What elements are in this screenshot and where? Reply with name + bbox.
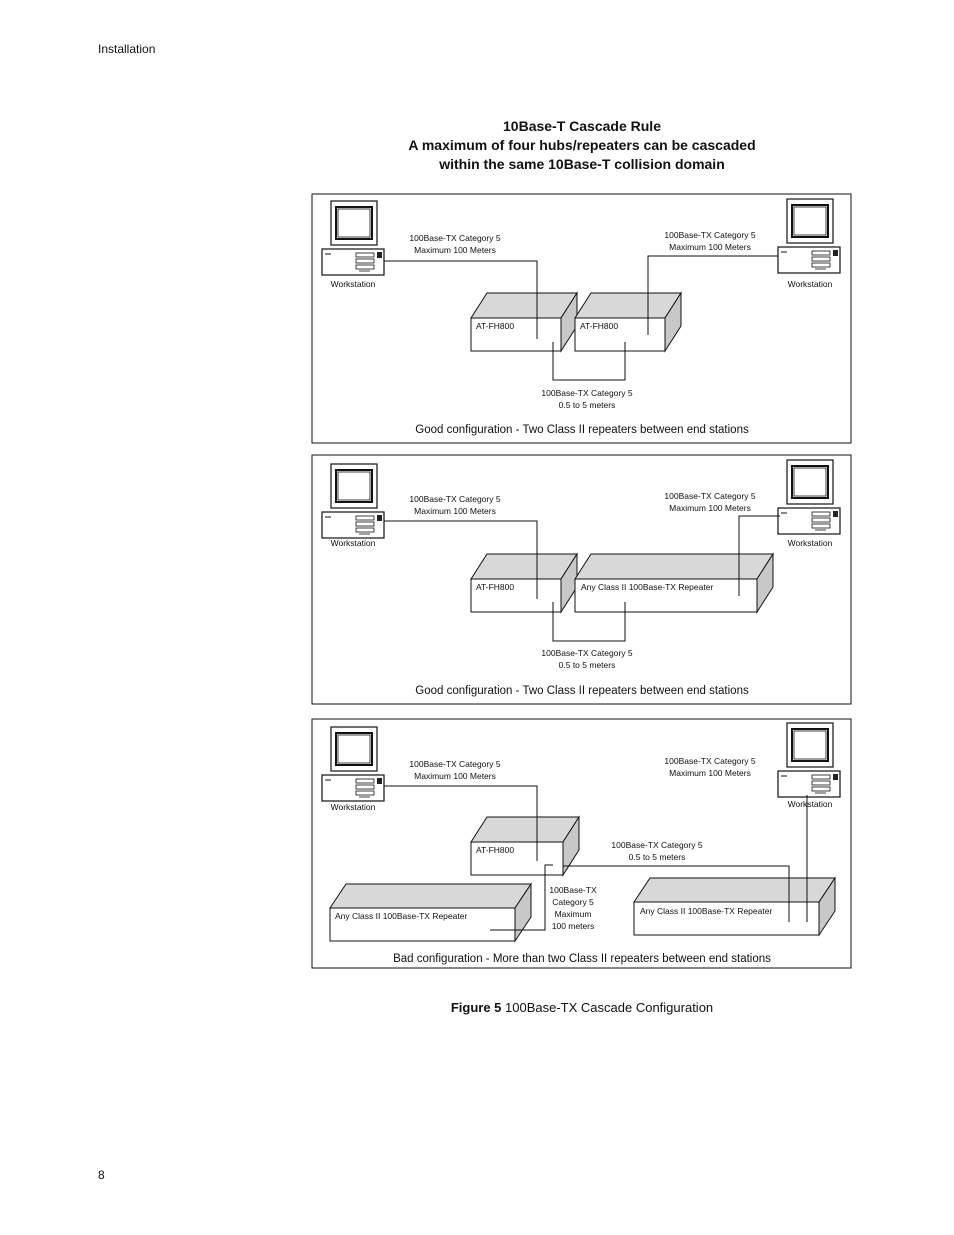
link-right-line-1: 100Base-TX Category 5 [664, 230, 755, 240]
workstation-left-icon [321, 200, 385, 276]
running-header: Installation [98, 42, 156, 56]
repeater-label: Any Class II 100Base-TX Repeater [581, 582, 713, 592]
figure-caption: Figure 5 100Base-TX Cascade Configuratio… [312, 1000, 852, 1015]
link-left-line-1: 100Base-TX Category 5 [409, 233, 500, 243]
link-mid-line-2: 0.5 to 5 meters [559, 400, 616, 410]
link-right-line-2: Maximum 100 Meters [669, 242, 751, 252]
link-mid-line-1: 100Base-TX Category 5 [541, 388, 632, 398]
link-left-line-1: 100Base-TX Category 5 [409, 494, 500, 504]
hub-a-label: AT-FH800 [476, 582, 514, 592]
link-mid-line-2: 0.5 to 5 meters [559, 660, 616, 670]
link-right-line-1: 100Base-TX Category 5 [664, 491, 755, 501]
link-vert-line-1: 100Base-TX [549, 885, 597, 895]
link-vert-line-3: Maximum [555, 909, 592, 919]
heading-line-2: A maximum of four hubs/repeaters can be … [408, 137, 756, 153]
link-mid-line-2: 0.5 to 5 meters [629, 852, 686, 862]
link-right-line-1: 100Base-TX Category 5 [664, 756, 755, 766]
hub-a-label: AT-FH800 [476, 845, 514, 855]
figure-title: 100Base-TX Cascade Configuration [505, 1000, 714, 1015]
panel-caption: Good configuration - Two Class II repeat… [415, 424, 749, 436]
repeater-right-label: Any Class II 100Base-TX Repeater [640, 906, 772, 916]
link-right-line-2: Maximum 100 Meters [669, 503, 751, 513]
link-mid-line-1: 100Base-TX Category 5 [541, 648, 632, 658]
workstation-right-label: Workstation [788, 799, 833, 809]
workstation-right-icon [777, 722, 841, 798]
workstation-right-label: Workstation [788, 279, 833, 289]
workstation-right-label: Workstation [788, 538, 833, 548]
workstation-left-label: Workstation [331, 802, 376, 812]
link-left-line-2: Maximum 100 Meters [414, 506, 496, 516]
link-vert-line-4: 100 meters [552, 921, 595, 931]
panel-good-config-1: Workstation Workstation AT-FH800 AT-FH80… [311, 193, 852, 444]
panel-caption: Bad configuration - More than two Class … [393, 953, 771, 965]
workstation-left-icon [321, 463, 385, 539]
panel-bad-config: Workstation Workstation AT-FH800 Any Cla… [311, 718, 852, 969]
link-vert-line-2: Category 5 [552, 897, 594, 907]
heading-line-3: within the same 10Base-T collision domai… [439, 156, 725, 172]
hub-a-label: AT-FH800 [476, 321, 514, 331]
workstation-left-label: Workstation [331, 538, 376, 548]
hub-b-label: AT-FH800 [580, 321, 618, 331]
link-left-line-2: Maximum 100 Meters [414, 245, 496, 255]
link-left-line-2: Maximum 100 Meters [414, 771, 496, 781]
panel-good-config-2: Workstation Workstation AT-FH800 Any Cla… [311, 454, 852, 705]
heading-line-1: 10Base-T Cascade Rule [503, 118, 661, 134]
workstation-left-label: Workstation [331, 279, 376, 289]
link-left-line-1: 100Base-TX Category 5 [409, 759, 500, 769]
figure-heading: 10Base-T Cascade Rule A maximum of four … [312, 117, 852, 174]
workstation-right-icon [777, 198, 841, 274]
figure-number: Figure 5 [450, 1000, 502, 1015]
workstation-right-icon [777, 459, 841, 535]
workstation-left-icon [321, 726, 385, 802]
repeater-left-label: Any Class II 100Base-TX Repeater [335, 911, 467, 921]
link-mid-line-1: 100Base-TX Category 5 [611, 840, 702, 850]
link-right-line-2: Maximum 100 Meters [669, 768, 751, 778]
panel-caption: Good configuration - Two Class II repeat… [415, 685, 749, 697]
page-number: 8 [98, 1168, 105, 1182]
